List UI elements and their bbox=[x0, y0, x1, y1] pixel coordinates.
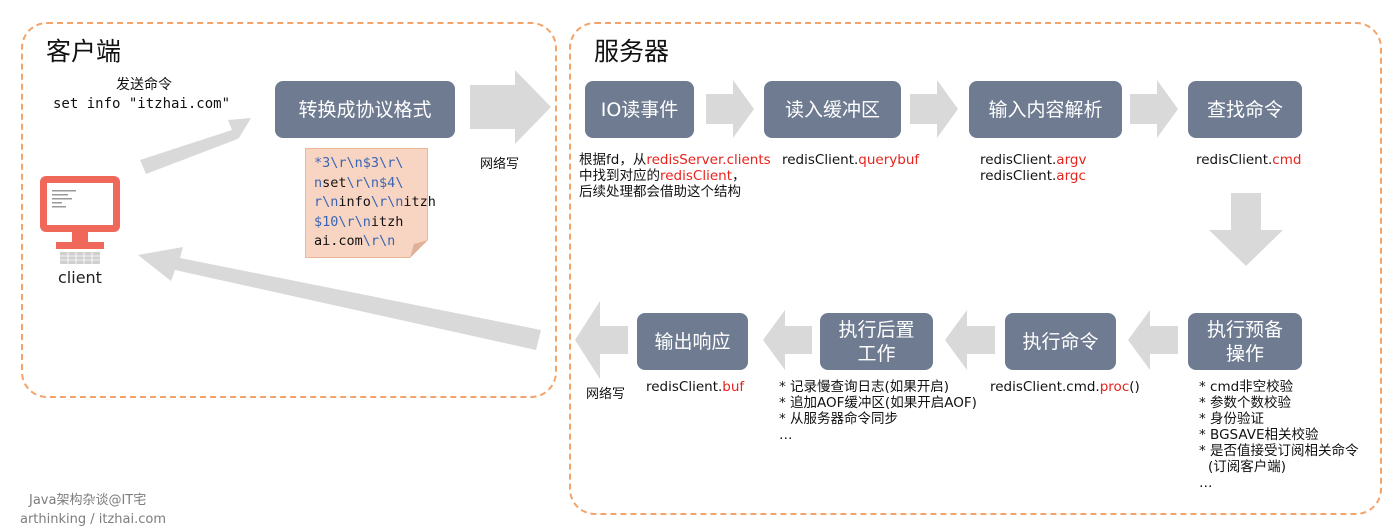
io-read-desc: 根据fd，从redisServer.clients 中找到对应的redisCli… bbox=[579, 152, 771, 200]
protocol-escape-token: r\n bbox=[314, 194, 339, 210]
protocol-note: *3\r\n$3\r\nset\r\n$4\r\ninfo\r\nitzh$10… bbox=[305, 148, 436, 258]
protocol-escape-token: \ bbox=[395, 174, 404, 191]
parse-input-node: 输入内容解析 bbox=[969, 81, 1122, 138]
arrow-convert-to-server bbox=[470, 70, 551, 144]
read-buffer-desc-highlight: querybuf bbox=[858, 152, 920, 168]
parse-desc-line2-highlight: argc bbox=[1056, 168, 1086, 184]
client-panel bbox=[21, 22, 557, 398]
footer-watermark: Java架构杂谈@IT宅 bbox=[29, 493, 147, 508]
protocol-string-token: set bbox=[322, 174, 347, 191]
pre-exec-list: * cmd非空校验* 参数个数校验* 身份验证* BGSAVE相关校验* 是否值… bbox=[1199, 379, 1359, 491]
lookup-command-node: 查找命令 bbox=[1188, 81, 1302, 138]
convert-protocol-node: 转换成协议格式 bbox=[275, 81, 455, 138]
arrow-output-to-network bbox=[575, 301, 628, 379]
note-fold-icon bbox=[410, 240, 428, 258]
post-work-list-item: … bbox=[779, 427, 793, 443]
post-work-node-text: 执行后置工作 bbox=[838, 318, 915, 365]
output-response-node: 输出响应 bbox=[637, 313, 748, 370]
computer-icon bbox=[40, 176, 120, 264]
protocol-escape-token: \r\ bbox=[379, 155, 404, 171]
protocol-string-token: itzh bbox=[403, 194, 436, 210]
exec-desc-highlight: proc bbox=[1099, 379, 1130, 395]
protocol-escape-token: \r\n bbox=[362, 233, 396, 249]
io-read-desc-line2-suffix: ， bbox=[732, 168, 746, 184]
protocol-escape-token: \r\n bbox=[370, 194, 404, 210]
server-panel-title: 服务器 bbox=[594, 37, 670, 66]
output-desc: redisClient.buf bbox=[646, 379, 744, 395]
protocol-string-token: ai.com bbox=[314, 233, 363, 249]
output-desc-prefix: redisClient. bbox=[646, 379, 723, 395]
protocol-line: *3\r\n$3\r\ bbox=[314, 154, 419, 174]
post-work-list-item: * 记录慢查询日志(如果开启) bbox=[779, 379, 950, 395]
arrow-exec-to-post bbox=[945, 310, 995, 370]
protocol-escape-token: n bbox=[314, 174, 323, 191]
parse-desc-line1-highlight: argv bbox=[1056, 152, 1087, 168]
client-panel-title: 客户端 bbox=[46, 37, 122, 66]
pre-exec-list-item: * 身份验证 bbox=[1199, 411, 1265, 427]
protocol-line: nset\r\n$4\ bbox=[314, 174, 419, 194]
io-read-node: IO读事件 bbox=[585, 81, 694, 138]
lookup-desc: redisClient.cmd bbox=[1196, 152, 1301, 168]
protocol-line: ai.com\r\n bbox=[314, 232, 419, 252]
pre-exec-list-item: * BGSAVE相关校验 bbox=[1199, 427, 1319, 443]
network-write-bottom-label: 网络写 bbox=[586, 387, 626, 402]
io-read-desc-line3: 后续处理都会借助这个结构 bbox=[579, 184, 741, 200]
arrow-lookup-to-preexec bbox=[1209, 193, 1283, 266]
protocol-escape-token: \r\n bbox=[338, 213, 371, 230]
post-work-list: * 记录慢查询日志(如果开启)* 追加AOF缓冲区(如果开启AOF)* 从服务器… bbox=[779, 379, 977, 443]
arrow-server-to-client bbox=[138, 247, 541, 350]
output-desc-highlight: buf bbox=[722, 379, 745, 395]
lookup-desc-prefix: redisClient. bbox=[1196, 152, 1273, 168]
parse-desc: redisClient.argv redisClient.argc bbox=[980, 152, 1086, 184]
io-read-desc-line2: 中找到对应的 bbox=[579, 168, 660, 184]
protocol-escape-token: $4 bbox=[379, 174, 396, 191]
post-work-list-item: * 追加AOF缓冲区(如果开启AOF) bbox=[779, 395, 977, 411]
io-read-desc-line1: 根据fd，从 bbox=[579, 152, 647, 168]
protocol-line: $10\r\nitzh bbox=[314, 213, 419, 233]
exec-desc-suffix: () bbox=[1129, 379, 1140, 395]
post-work-node: 执行后置工作 bbox=[820, 313, 933, 370]
protocol-escape-token: $10 bbox=[314, 213, 339, 230]
arrow-post-to-output bbox=[763, 310, 812, 370]
exec-command-node: 执行命令 bbox=[1005, 313, 1116, 370]
client-label: client bbox=[58, 268, 102, 287]
protocol-escape-token: *3 bbox=[314, 155, 331, 171]
pre-exec-list-item: (订阅客户端) bbox=[1208, 459, 1287, 475]
pre-exec-list-item: * 参数个数校验 bbox=[1199, 395, 1292, 411]
exec-desc: redisClient.cmd.proc() bbox=[990, 379, 1140, 395]
protocol-escape-token: \r\n bbox=[330, 155, 363, 171]
protocol-line: r\ninfo\r\nitzh bbox=[314, 193, 436, 213]
pre-exec-node-text: 执行预备操作 bbox=[1206, 318, 1283, 365]
io-read-desc-line2-highlight: redisClient bbox=[660, 168, 732, 184]
send-command-label: 发送命令 bbox=[116, 77, 172, 93]
exec-desc-prefix: redisClient.cmd. bbox=[990, 379, 1100, 395]
lookup-desc-highlight: cmd bbox=[1272, 152, 1302, 168]
protocol-escape-token: $3 bbox=[362, 155, 380, 171]
arrow-client-to-convert bbox=[140, 118, 251, 174]
pre-exec-list-item: … bbox=[1199, 475, 1213, 491]
pre-exec-list-item: * 是否值接受订阅相关命令 bbox=[1199, 443, 1359, 459]
arrow-io-to-readbuf bbox=[706, 80, 754, 138]
io-read-desc-line1-highlight: redisServer.clients bbox=[646, 152, 771, 168]
arrow-preexec-to-exec bbox=[1128, 310, 1178, 370]
protocol-string-token: itzh bbox=[370, 213, 404, 230]
network-write-top-label: 网络写 bbox=[480, 157, 520, 172]
pre-exec-list-item: * cmd非空校验 bbox=[1199, 379, 1294, 395]
command-text: set info "itzhai.com" bbox=[53, 96, 231, 112]
protocol-escape-token: \r\n bbox=[346, 174, 380, 191]
arrow-parse-to-lookup bbox=[1130, 80, 1178, 138]
parse-desc-line2: redisClient. bbox=[980, 168, 1057, 184]
parse-desc-line1: redisClient. bbox=[980, 152, 1057, 168]
footer-site: arthinking / itzhai.com bbox=[20, 512, 167, 527]
server-panel bbox=[569, 22, 1382, 515]
protocol-string-token: info bbox=[338, 194, 371, 210]
read-buffer-node: 读入缓冲区 bbox=[764, 81, 901, 138]
read-buffer-desc: redisClient.querybuf bbox=[782, 152, 919, 168]
read-buffer-desc-prefix: redisClient. bbox=[782, 152, 859, 168]
pre-exec-node: 执行预备操作 bbox=[1188, 313, 1302, 370]
post-work-list-item: * 从服务器命令同步 bbox=[779, 411, 899, 427]
arrow-readbuf-to-parse bbox=[910, 80, 958, 138]
